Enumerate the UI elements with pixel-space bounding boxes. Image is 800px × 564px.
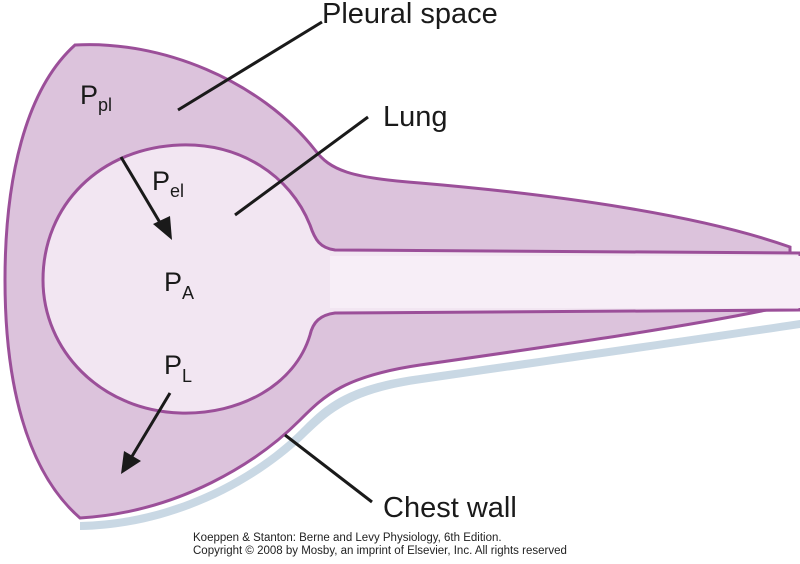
pel-label: Pel [152,166,184,201]
pa-symbol: P [164,267,182,297]
pl-symbol: P [164,350,182,380]
pa-label: PA [164,267,194,303]
pl-label: PL [164,350,192,386]
pel-subscript: el [170,181,184,201]
chest-wall-pointer [284,433,373,504]
credit-line-1: Koeppen & Stanton: Berne and Levy Physio… [193,532,502,544]
pleural-space-label: Pleural space [322,0,498,30]
pleural-space-pointer [177,20,323,112]
pa-subscript: A [182,283,194,303]
pl-arrow [121,392,172,474]
pel-arrow [119,156,172,240]
lung-label: Lung [383,101,448,133]
pel-symbol: P [152,166,170,196]
ppl-symbol: P [80,80,98,110]
ppl-subscript: pl [98,95,112,115]
airway-lumen [330,256,800,308]
ppl-label: Ppl [80,80,112,115]
credit-line-2: Copyright © 2008 by Mosby, an imprint of… [193,545,567,557]
chest-wall-label: Chest wall [383,492,517,524]
lung-pointer [234,115,369,217]
pl-subscript: L [182,366,192,386]
